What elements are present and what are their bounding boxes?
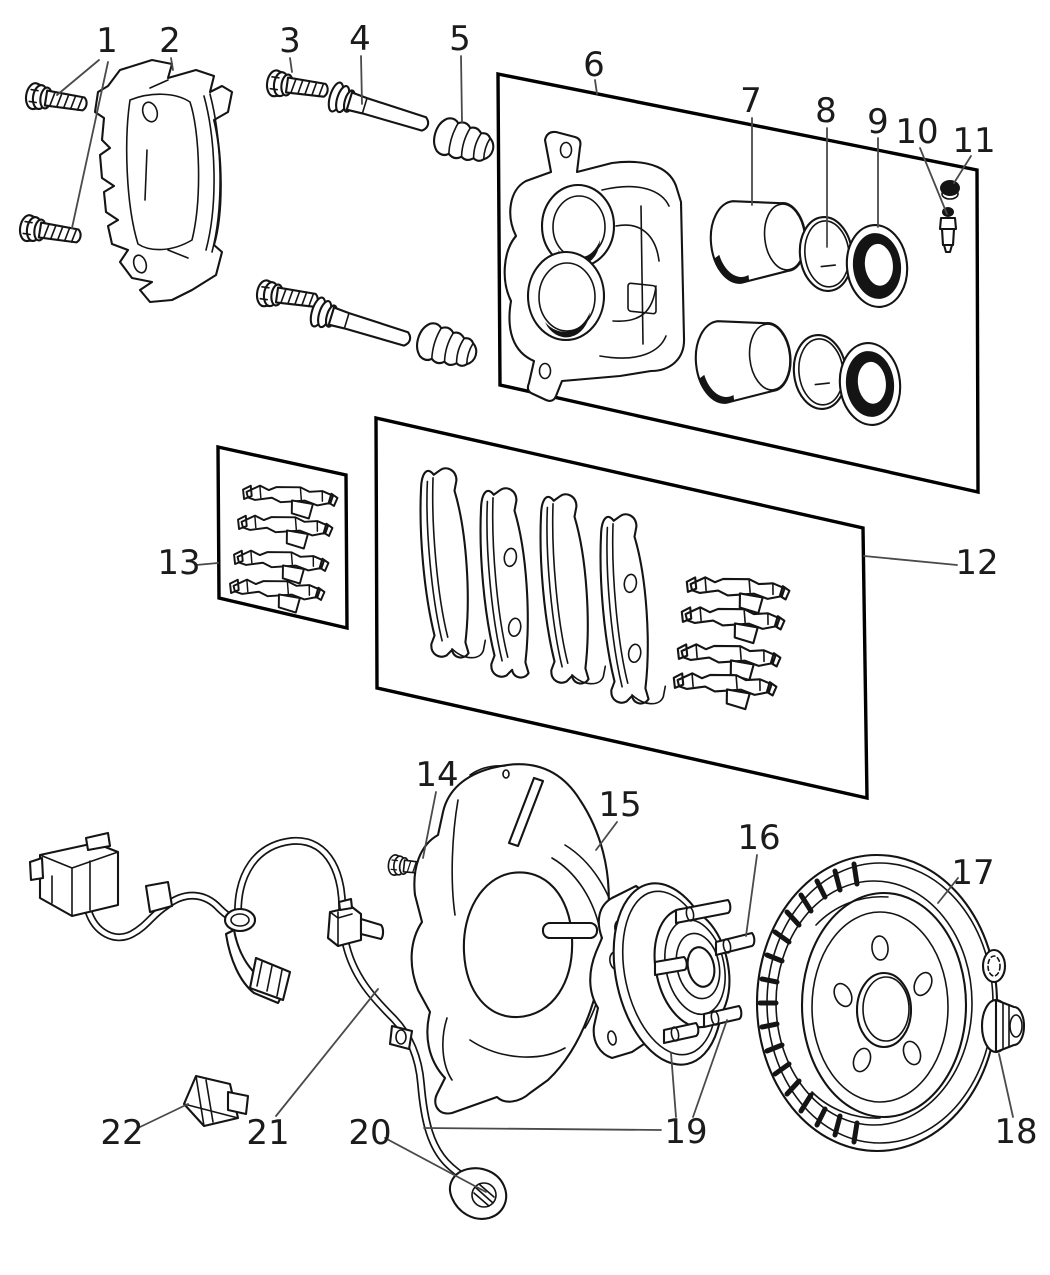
wheel-studs	[653, 898, 756, 1045]
brake-caliper-body	[503, 130, 686, 402]
pin-bolt-upper	[264, 68, 331, 105]
guide-pin-lower	[306, 294, 416, 356]
rotor-vent-slots	[757, 861, 860, 1145]
harness-tee-fitting	[326, 897, 385, 948]
callout-5: 5	[449, 19, 471, 59]
callout-20: 20	[348, 1113, 391, 1153]
callout-10: 10	[895, 112, 938, 152]
callout-16: 16	[737, 818, 780, 858]
callout-12: 12	[955, 543, 998, 583]
pin-boot-lower	[411, 318, 483, 375]
callout-2: 2	[159, 21, 181, 61]
leader-lines	[56, 55, 1014, 1193]
sensor-connector	[28, 831, 120, 918]
guide-pin-upper	[324, 79, 434, 141]
brake-pad-2	[471, 486, 538, 682]
callout-9: 9	[867, 102, 889, 142]
harness-bracket-clip	[182, 1074, 250, 1128]
pin-boot-upper	[428, 113, 500, 170]
callout-13: 13	[157, 543, 200, 583]
adapter-bolt-upper	[23, 80, 90, 119]
hub-nut	[980, 998, 1026, 1054]
callout-19: 19	[664, 1112, 707, 1152]
sensor-head	[448, 1167, 508, 1220]
harness-lower-clip	[388, 1024, 414, 1051]
caliper-piston-lower	[694, 320, 792, 404]
harness-grommet	[223, 907, 292, 1005]
callout-21: 21	[246, 1113, 289, 1153]
adapter-bolt-lower	[17, 212, 84, 251]
hub-bearing-assembly	[589, 882, 756, 1066]
callout-4: 4	[349, 19, 371, 59]
piston-boot-upper	[845, 224, 909, 308]
callout-11: 11	[952, 121, 995, 161]
callout-labels: 1 2 3 4 5 6 7 8 9 10 11 12 13 14 15 16 1…	[96, 19, 1037, 1153]
brake-pad-4	[591, 512, 667, 708]
brake-pad-3	[531, 492, 607, 688]
callout-8: 8	[815, 91, 837, 131]
caliper-piston-upper	[709, 200, 807, 284]
callout-1: 1	[96, 21, 118, 61]
brake-rotor	[755, 853, 999, 1153]
callout-17: 17	[951, 853, 994, 893]
brake-pad-1	[411, 466, 487, 662]
callout-7: 7	[740, 81, 762, 121]
splash-shield	[410, 763, 623, 1115]
stud-retainer-washer	[981, 948, 1007, 984]
bleeder-cap	[940, 180, 960, 200]
callout-14: 14	[415, 755, 458, 795]
bleeder-screw	[938, 207, 958, 254]
caliper-adapter-bracket	[93, 58, 234, 304]
piston-seal-lower	[792, 334, 848, 410]
piston-boot-lower	[838, 342, 902, 426]
callout-6: 6	[583, 45, 605, 85]
callout-18: 18	[994, 1112, 1037, 1152]
harness-clip-small	[144, 880, 174, 914]
callout-22: 22	[100, 1113, 143, 1153]
callout-15: 15	[598, 785, 641, 825]
callout-3: 3	[279, 21, 301, 61]
pin-bolt-lower	[254, 278, 321, 315]
